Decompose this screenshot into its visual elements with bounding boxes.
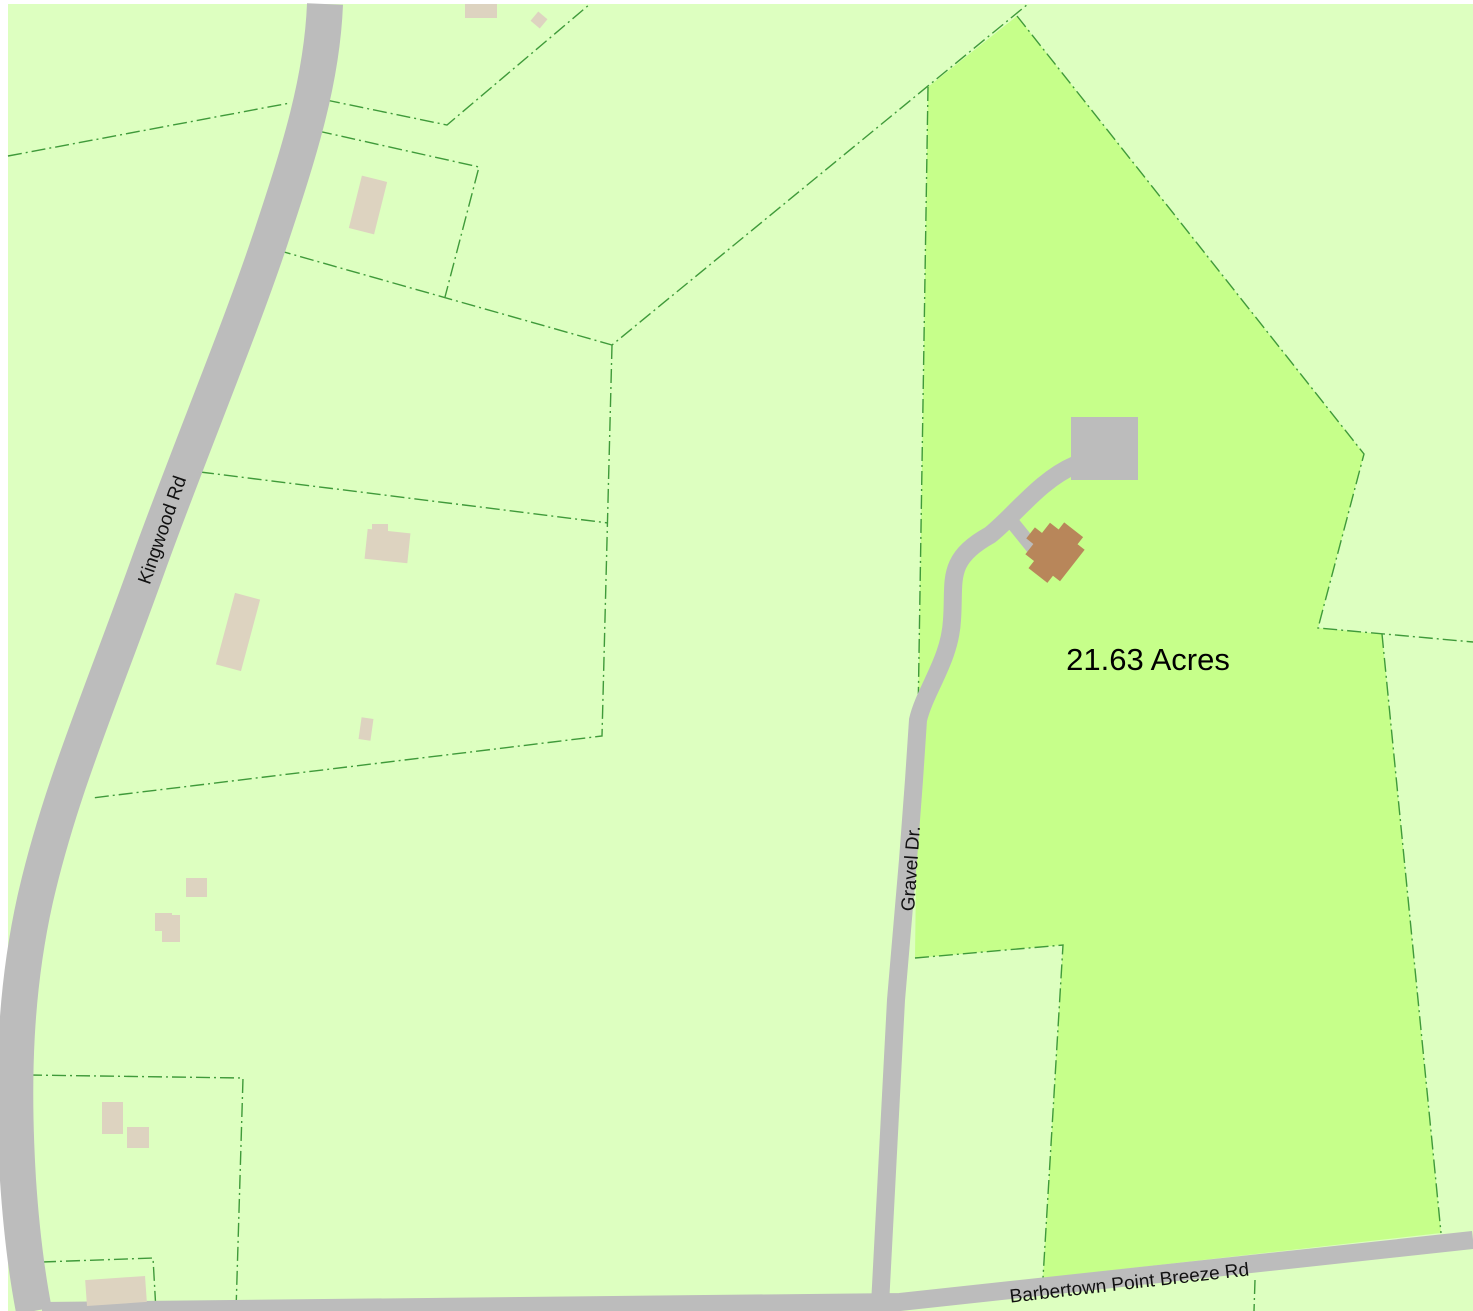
building: [530, 11, 548, 29]
parcel-boundaries: [7, 3, 1473, 1311]
building: [358, 717, 374, 741]
paved-pad: [1071, 417, 1138, 480]
buildings: [85, 4, 548, 1307]
kingwood-road[interactable]: [0, 3, 343, 1311]
building: [465, 4, 497, 18]
building: [102, 1102, 123, 1134]
building: [162, 915, 180, 942]
house-porch: [1026, 527, 1045, 546]
gravel-drive[interactable]: [871, 456, 1079, 1306]
building: [127, 1127, 149, 1148]
building: [372, 524, 388, 534]
building: [85, 1275, 147, 1307]
building: [348, 175, 388, 235]
house-wing: [1028, 522, 1084, 583]
building: [364, 528, 411, 564]
driveway-spur: [1006, 517, 1039, 553]
barbertown-point-breeze-road[interactable]: [41, 1231, 1473, 1311]
parcel-area-label: 21.63 Acres: [1066, 642, 1230, 677]
building: [215, 592, 261, 672]
roads: [0, 3, 1473, 1311]
highlighted-house[interactable]: [1013, 510, 1090, 588]
building: [186, 878, 207, 897]
highlighted-parcel[interactable]: [915, 16, 1441, 1278]
